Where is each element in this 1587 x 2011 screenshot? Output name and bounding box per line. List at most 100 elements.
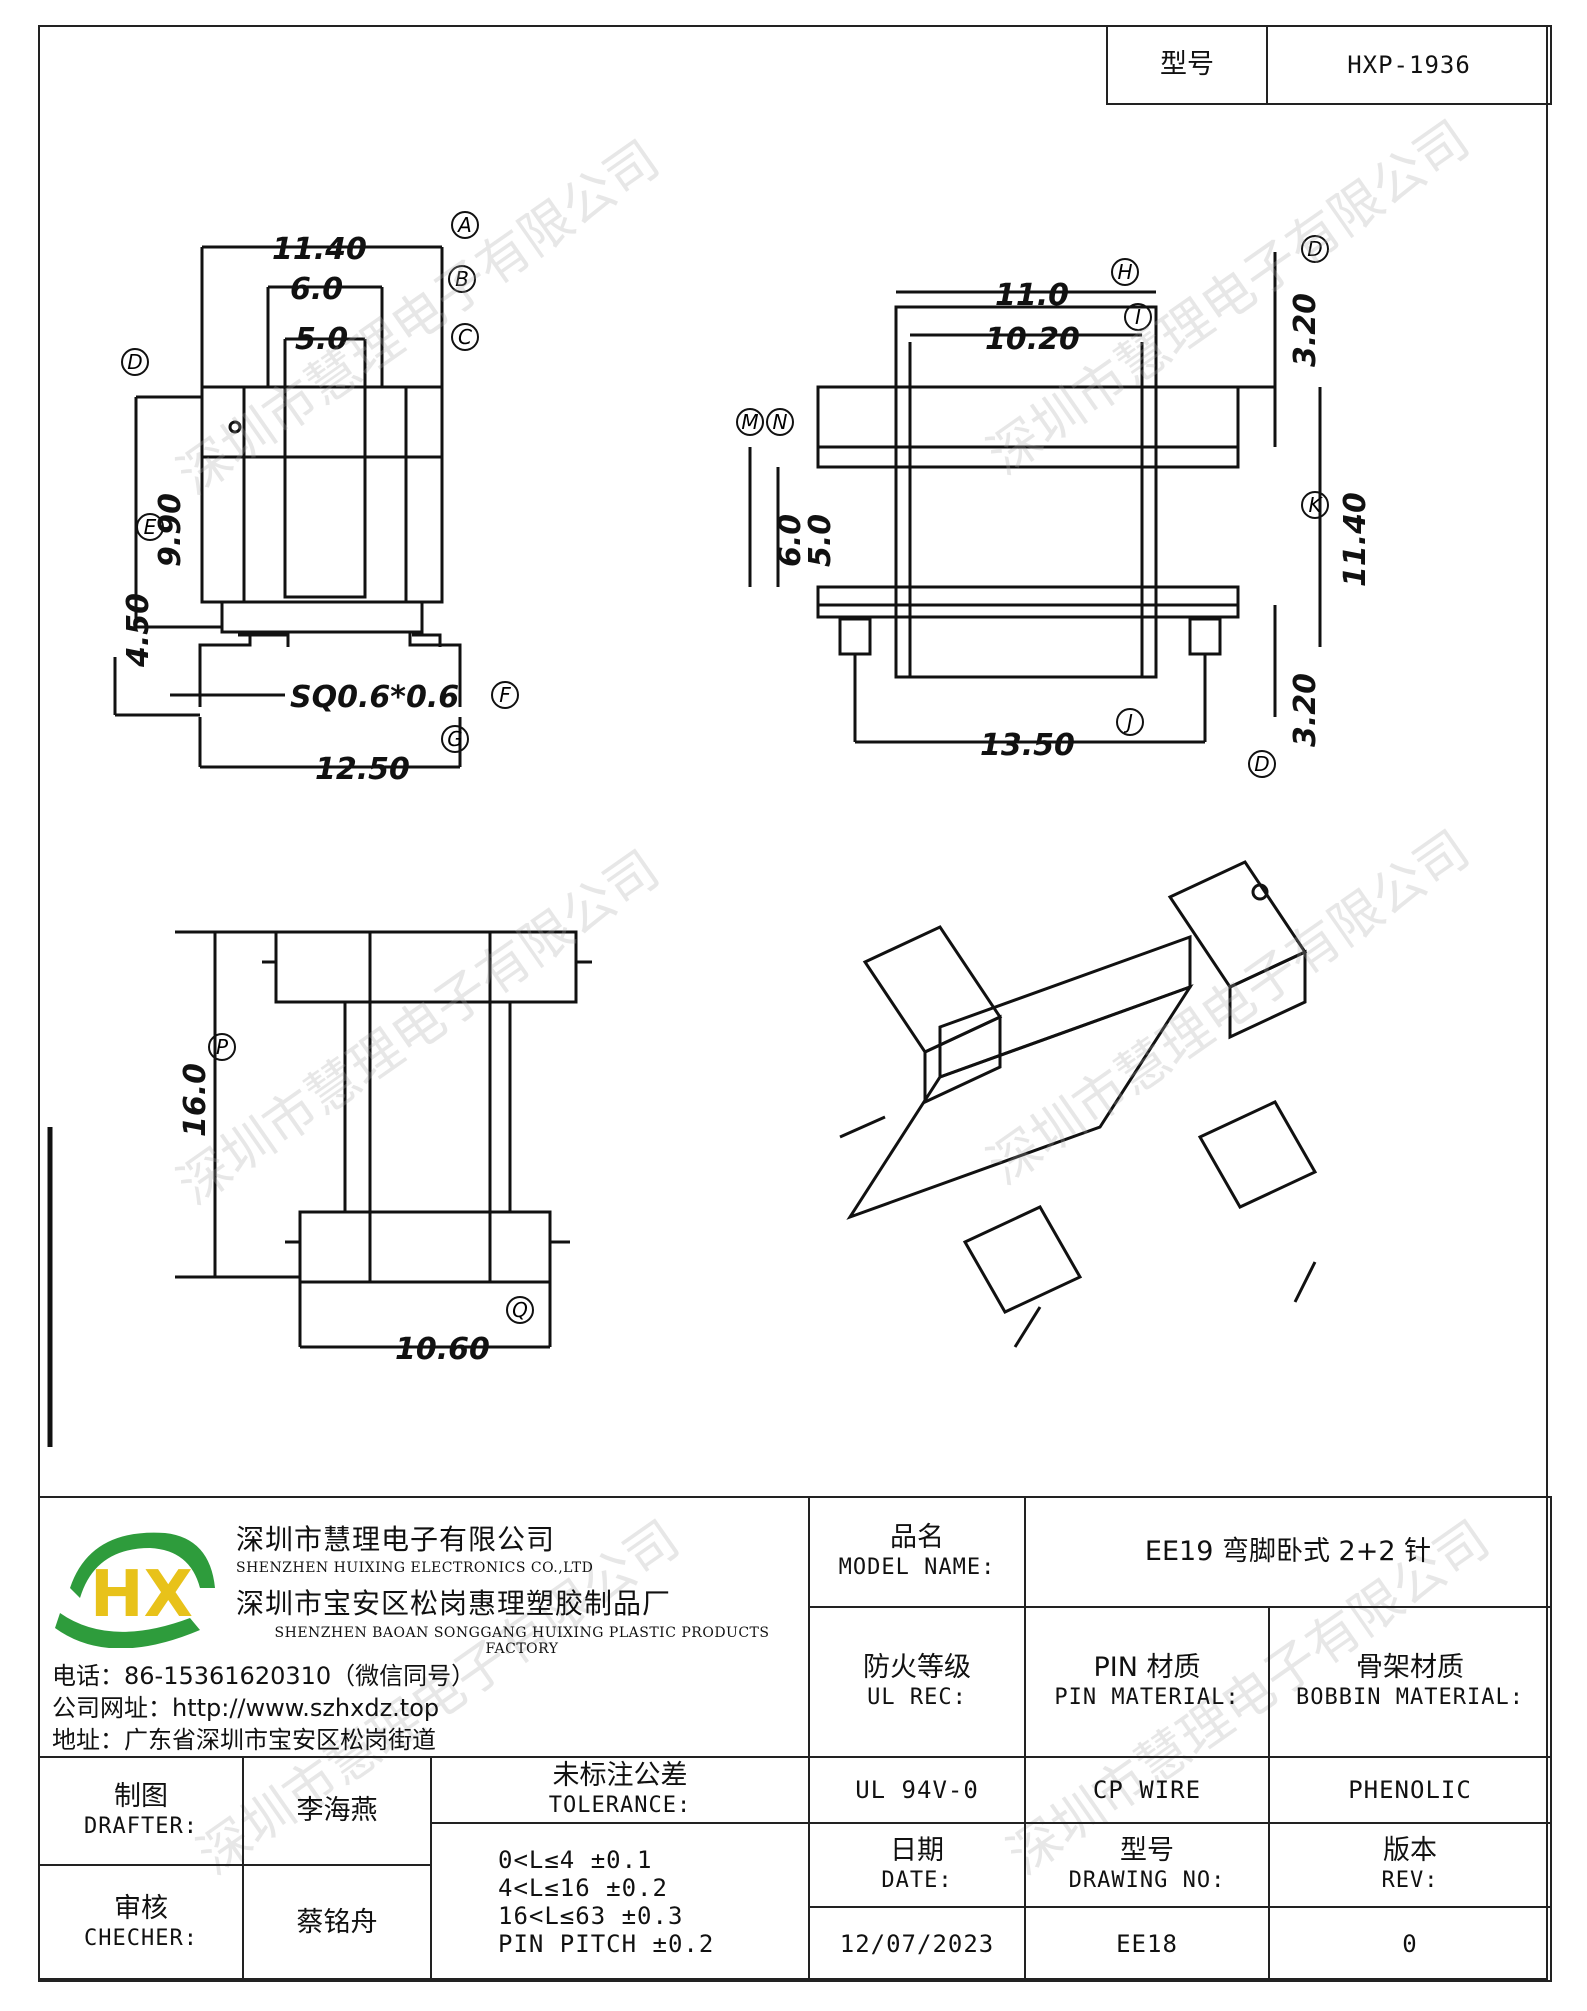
marker-i-label: I [1135,305,1141,329]
tolerance-table-cell: 0<L≤4 ±0.1 4<L≤16 ±0.2 16<L≤63 ±0.3 PIN … [430,1822,810,1982]
dim-side-top-flange: 3.20 [1288,293,1323,367]
date-value: 12/07/2023 [839,1930,995,1958]
bobbin-material-label-cell: 骨架材质 BOBBIN MATERIAL: [1268,1606,1552,1758]
side-top-flange [816,385,1240,469]
ul-value-cell: UL 94V-0 [808,1756,1026,1824]
side-view [748,252,1322,744]
dim-front-pin-size: SQ0.6*0.6 [290,680,459,715]
model-name-value: EE19 弯脚卧式 2+2 针 [1144,1536,1432,1567]
marker-d-side-top-label: D [1307,237,1322,261]
company-phone: 电话：86-15361620310（微信同号） [52,1662,476,1690]
marker-q: Q [506,1296,534,1324]
bobbin-value-cell: PHENOLIC [1268,1756,1552,1824]
drafter-value: 李海燕 [296,1795,378,1826]
marker-p: P [208,1033,236,1061]
pin-material-label-cell: PIN 材质 PIN MATERIAL: [1024,1606,1270,1758]
ul-cn: 防火等级 [863,1652,971,1683]
marker-a-label: A [456,213,472,237]
marker-c: C [451,323,479,351]
date-cn: 日期 [890,1835,944,1866]
company-name-en: SHENZHEN HUIXING ELECTRONICS CO.,LTD [236,1560,594,1576]
drawing-no-value-cell: EE18 [1024,1906,1270,1982]
rev-label-cell: 版本 REV: [1268,1822,1552,1908]
type-label: 型号 [1160,49,1214,80]
model-name-value-cell: EE19 弯脚卧式 2+2 针 [1024,1496,1552,1608]
dim-front-pin-span: 12.50 [315,752,410,787]
drafter-en: DRAFTER: [84,1814,198,1839]
marker-i: I [1124,303,1152,331]
bobbin-cn: 骨架材质 [1356,1652,1464,1683]
logo-letters: HX [90,1558,193,1632]
marker-h-label: H [1117,260,1132,284]
type-value-cell: HXP-1936 [1266,25,1552,105]
marker-g: G [441,725,469,753]
tolerance-row: 4<L≤16 ±0.2 [498,1874,668,1902]
drawing-no-value: EE18 [1116,1930,1178,1958]
type-value: HXP-1936 [1347,51,1471,79]
marker-b-label: B [455,267,469,291]
bobbin-value: PHENOLIC [1348,1776,1472,1804]
marker-f-label: F [499,683,511,707]
side-core [894,305,1158,679]
checker-cn: 审核 [114,1893,168,1924]
ul-label-cell: 防火等级 UL REC: [808,1606,1026,1758]
pin-value: CP WIRE [1092,1776,1202,1804]
marker-e: E [136,513,164,541]
isometric-view [839,860,1318,1348]
checker-value: 蔡铭舟 [296,1907,378,1938]
pin-value-cell: CP WIRE [1024,1756,1270,1824]
dim-front-core: 5.0 [295,322,348,357]
marker-e-label: E [144,515,157,539]
tolerance-label-cell: 未标注公差 TOLERANCE: [430,1756,810,1824]
technical-drawing: 11.40 6.0 5.0 9.90 4.50 SQ0.6*0.6 12.50 … [47,211,1373,1447]
ul-en: UL REC: [867,1685,967,1710]
marker-h: H [1111,258,1139,286]
factory-name-cn: 深圳市宝安区松岗惠理塑胶制品厂 [236,1587,672,1620]
drafter-cn: 制图 [114,1781,168,1812]
dim-bottom-height: 16.0 [178,1063,213,1137]
bottom-bottom-flange [298,1210,552,1284]
marker-d: D [121,348,149,376]
bottom-core [368,930,492,1284]
marker-b: B [448,265,476,293]
dim-front-pin-height: 4.50 [121,593,156,668]
date-label-cell: 日期 DATE: [808,1822,1026,1908]
bottom-view [47,930,592,1447]
marker-m-label: M [741,410,758,434]
marker-d-side-bottom: D [1248,750,1276,778]
dim-side-pin-length: 3.20 [1288,673,1323,747]
rev-en: REV: [1381,1868,1439,1893]
drawing-no-en: DRAWING NO: [1068,1868,1226,1893]
factory-name-en: SHENZHEN BAOAN SONGGANG HUIXING PLASTIC … [274,1625,770,1657]
tolerance-en: TOLERANCE: [548,1793,692,1818]
marker-j: J [1116,708,1144,736]
marker-p-label: P [216,1035,229,1059]
dim-side-height: 11.40 [1338,492,1373,587]
rev-value: 0 [1402,1930,1418,1958]
tolerance-row: 0<L≤4 ±0.1 [498,1846,653,1874]
bottom-top-flange [274,930,578,1004]
tolerance-row: 16<L≤63 ±0.3 [498,1902,684,1930]
marker-a: A [451,211,479,239]
marker-d-label: D [127,350,142,374]
dim-front-height: 9.90 [153,493,188,567]
company-address: 地址：广东省深圳市宝安区松岗街道 [52,1726,436,1754]
rev-value-cell: 0 [1268,1906,1552,1982]
marker-f: F [491,681,519,709]
marker-n-label: N [773,410,788,434]
marker-d-side-bottom-label: D [1254,752,1269,776]
rev-cn: 版本 [1383,1835,1437,1866]
marker-c-label: C [458,325,472,349]
dim-front-inner: 6.0 [290,272,343,307]
date-en: DATE: [881,1868,953,1893]
model-name-en: MODEL NAME: [838,1555,996,1580]
drawing-no-label-cell: 型号 DRAWING NO: [1024,1822,1270,1908]
dim-side-inner: 10.20 [985,322,1080,357]
front-view [113,245,462,769]
drafter-value-cell: 李海燕 [242,1756,432,1866]
model-name-label-cell: 品名 MODEL NAME: [808,1496,1026,1608]
drawing-sheet: 型号 HXP-1936 [38,25,1552,1982]
company-logo: HX [55,1532,215,1648]
checker-en: CHECHER: [84,1926,198,1951]
model-name-cn: 品名 [890,1522,944,1553]
